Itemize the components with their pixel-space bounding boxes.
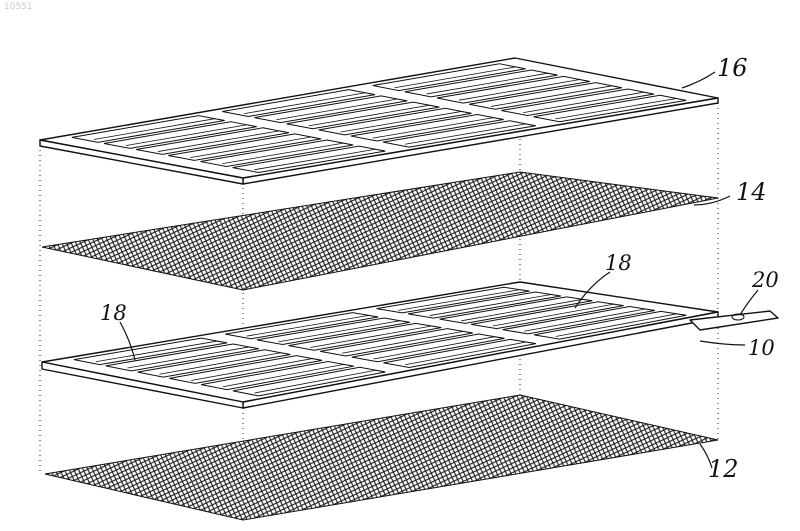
ref-bottom-mesh: 12 xyxy=(708,455,739,483)
bottom-mesh xyxy=(45,395,718,520)
ref-cells-right: 18 xyxy=(605,251,632,275)
ref-upper-mesh: 14 xyxy=(736,178,767,206)
ref-cells-left: 18 xyxy=(100,301,127,325)
ref-tab-hole: 20 xyxy=(751,268,779,292)
top-frame xyxy=(40,58,718,184)
ref-lower-frame: 10 xyxy=(748,336,775,360)
lower-frame xyxy=(42,282,778,408)
ref-top-frame: 16 xyxy=(717,54,748,82)
